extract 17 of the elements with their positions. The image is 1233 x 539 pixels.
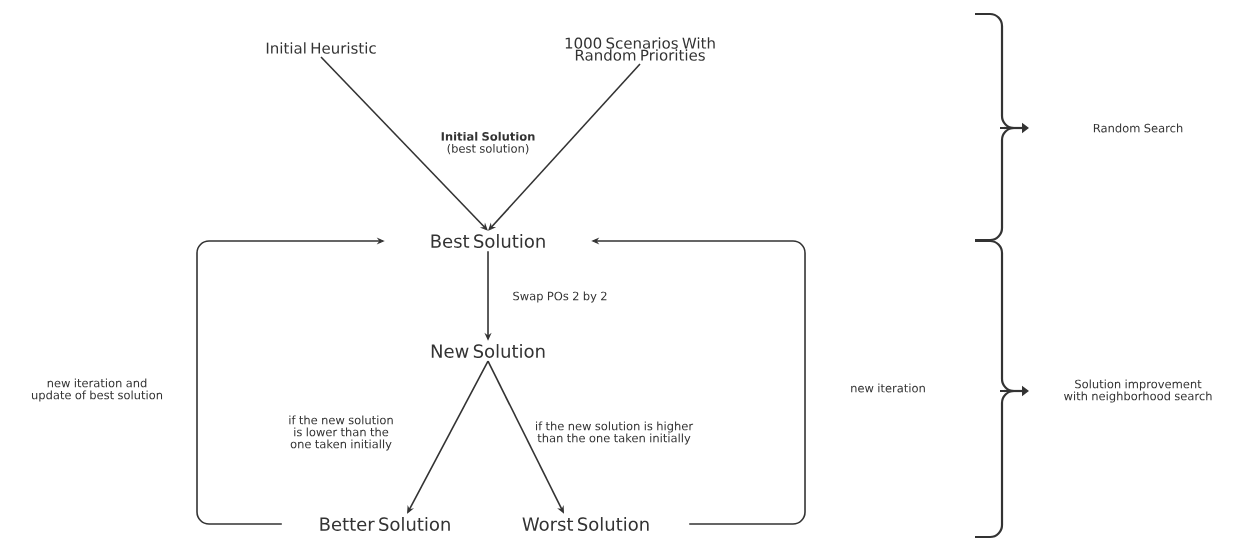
annotation-text: Random Search bbox=[1093, 123, 1183, 133]
step-text: 1000 Scenarios With Random Priorities bbox=[565, 37, 715, 61]
edge-label: if the new solution is higher than the one taken initially bbox=[536, 421, 694, 445]
edge-label: new iteration and update of best solution bbox=[31, 378, 163, 402]
step-text: Best Solution bbox=[431, 234, 545, 248]
step-text: New Solution bbox=[431, 344, 545, 358]
step-text: Better Solution bbox=[320, 517, 450, 531]
step-text: Initial Heuristic bbox=[266, 42, 376, 54]
annotation-text: Initial Solution (best solution) bbox=[441, 131, 535, 155]
edge-label: if the new solution is lower than the one taken initially bbox=[289, 415, 393, 451]
arrow bbox=[320, 56, 488, 231]
arrow bbox=[488, 63, 641, 231]
edge-label: new iteration bbox=[851, 383, 925, 393]
arrow bbox=[407, 360, 489, 514]
step-text: Worst Solution bbox=[522, 517, 649, 531]
annotation-text: Solution improvement with neighborhood search bbox=[1064, 379, 1212, 403]
edge-label: Swap POs 2 by 2 bbox=[513, 291, 607, 303]
